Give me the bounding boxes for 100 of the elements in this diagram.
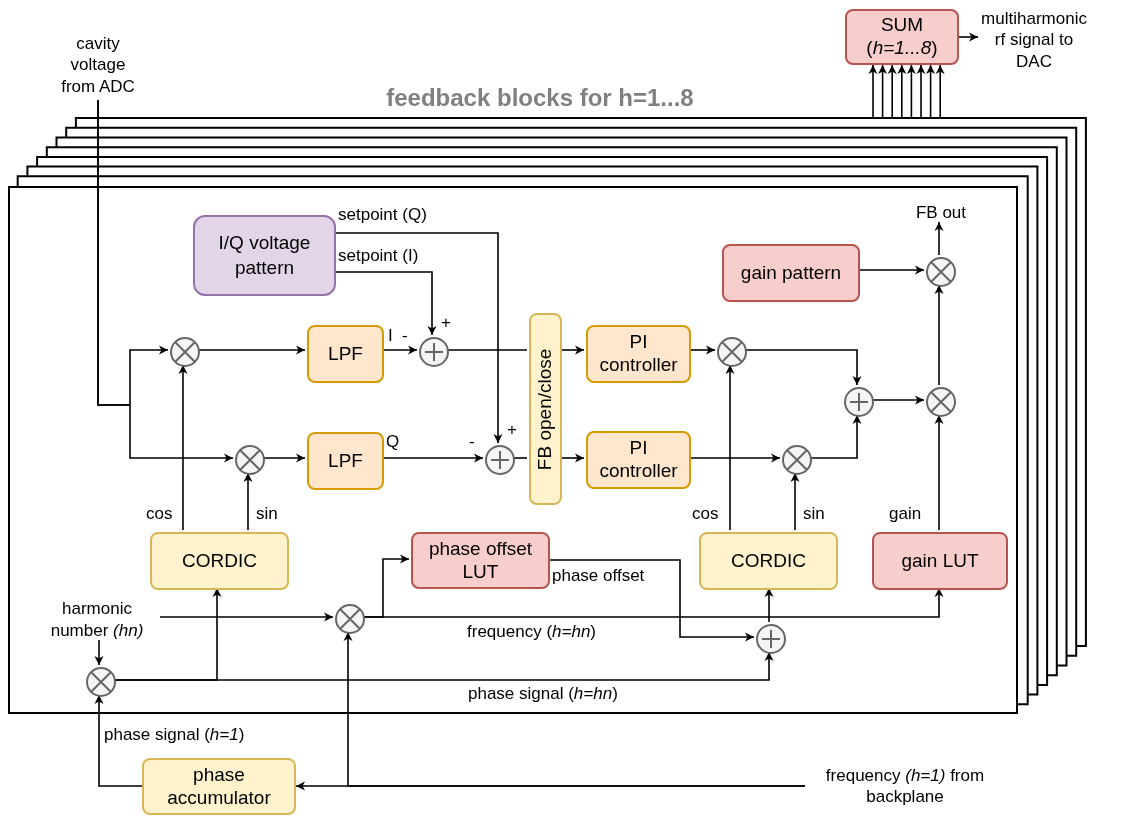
arrow <box>744 349 862 386</box>
multiplier-symbol <box>335 604 365 634</box>
arrow <box>809 414 862 459</box>
arrow <box>926 64 936 119</box>
multiplier-symbol <box>235 445 265 475</box>
edge-label: I <box>388 326 393 347</box>
process-box <box>142 758 296 815</box>
adder-symbol <box>485 445 515 475</box>
adder-symbol <box>844 387 874 417</box>
arrow <box>262 453 306 463</box>
process-box <box>699 532 838 590</box>
sign-label: + <box>507 420 517 441</box>
process-box <box>529 313 562 505</box>
multiplier-symbol <box>170 337 200 367</box>
node-label: frequency (h=1) from backplane <box>824 764 986 808</box>
arrow <box>178 364 188 531</box>
process-box <box>845 9 959 65</box>
edge-label: cos <box>146 504 173 525</box>
process-box <box>307 325 384 383</box>
multiplier-symbol <box>926 257 956 287</box>
edge-label: Q <box>386 432 400 453</box>
arrow <box>688 453 781 463</box>
edge-label: phase signal (h=1) <box>104 725 245 746</box>
arrow <box>159 612 334 622</box>
edge-label: frequency (h=hn) <box>467 622 596 643</box>
sign-label: - <box>402 326 408 347</box>
box-label: gain pattern <box>740 261 842 285</box>
arrow <box>381 345 418 355</box>
arrow <box>333 271 437 336</box>
arrow <box>897 64 907 119</box>
arrow <box>934 284 944 386</box>
arrow <box>906 64 916 119</box>
multiplier-symbol <box>86 667 116 697</box>
arrow <box>97 99 234 463</box>
node-label: multiharmonic rf signal to DAC <box>980 8 1088 72</box>
arrow <box>857 265 925 275</box>
process-box <box>411 532 550 589</box>
box-label: phase accumulator <box>166 763 272 810</box>
process-box <box>872 532 1008 590</box>
arrow <box>559 345 585 355</box>
edge-label: gain <box>889 504 922 525</box>
box-label: CORDIC <box>731 549 806 573</box>
node-label: cavity voltage from ADC <box>60 33 136 97</box>
edge-label: cos <box>692 504 719 525</box>
arrow <box>887 64 897 119</box>
box-label: LPF <box>328 449 363 473</box>
arrow <box>381 453 484 463</box>
arrow <box>934 414 944 531</box>
edge-label: sin <box>803 504 825 525</box>
arrow <box>688 345 716 355</box>
multiplier-symbol <box>717 337 747 367</box>
process-box <box>150 532 289 590</box>
box-label: PI controller <box>598 331 679 377</box>
edge-label: setpoint (Q) <box>338 205 427 226</box>
box-label: FB open/close <box>534 348 557 470</box>
arrow <box>94 694 143 787</box>
process-box <box>586 431 691 489</box>
arrow <box>958 32 979 42</box>
arrow <box>94 639 104 666</box>
arrow <box>790 472 800 531</box>
arrow <box>871 395 925 405</box>
process-box <box>586 325 691 383</box>
sign-label: - <box>469 432 475 453</box>
arrow <box>935 64 945 119</box>
arrow <box>343 631 806 787</box>
box-label: PI controller <box>598 437 679 483</box>
edge-label: setpoint (I) <box>338 246 419 267</box>
arrow <box>243 472 253 531</box>
process-box <box>307 432 384 490</box>
edge-label: phase offset <box>552 566 645 587</box>
box-label: LPF <box>328 342 363 366</box>
arrow <box>333 232 503 444</box>
arrow <box>113 651 774 681</box>
arrow <box>547 559 755 642</box>
multiplier-symbol <box>926 387 956 417</box>
box-label: SUM (h=1...8) <box>865 14 939 60</box>
arrow <box>878 64 888 119</box>
process-box <box>193 215 336 296</box>
feedback-block <box>8 186 1018 714</box>
sign-label: + <box>441 313 451 334</box>
process-box <box>722 244 860 302</box>
box-label: I/Q voltage pattern <box>217 230 312 280</box>
arrow <box>934 221 944 256</box>
box-label: CORDIC <box>182 549 257 573</box>
arrow <box>868 64 878 119</box>
edge-label: sin <box>256 504 278 525</box>
box-label: phase offset LUT <box>427 537 534 584</box>
arrow <box>725 364 735 531</box>
node-label: harmonic number (hn) <box>49 598 145 641</box>
diagram-title: feedback blocks for h=1...8 <box>385 83 695 113</box>
adder-symbol <box>419 337 449 367</box>
arrow <box>916 64 926 119</box>
node-label: FB out <box>915 202 967 224</box>
box-label: gain LUT <box>901 549 979 573</box>
edge-label: phase signal (h=hn) <box>468 684 618 705</box>
arrow <box>362 587 944 618</box>
arrow <box>197 345 306 355</box>
adder-symbol <box>756 624 786 654</box>
arrow <box>559 453 585 463</box>
multiplier-symbol <box>782 445 812 475</box>
